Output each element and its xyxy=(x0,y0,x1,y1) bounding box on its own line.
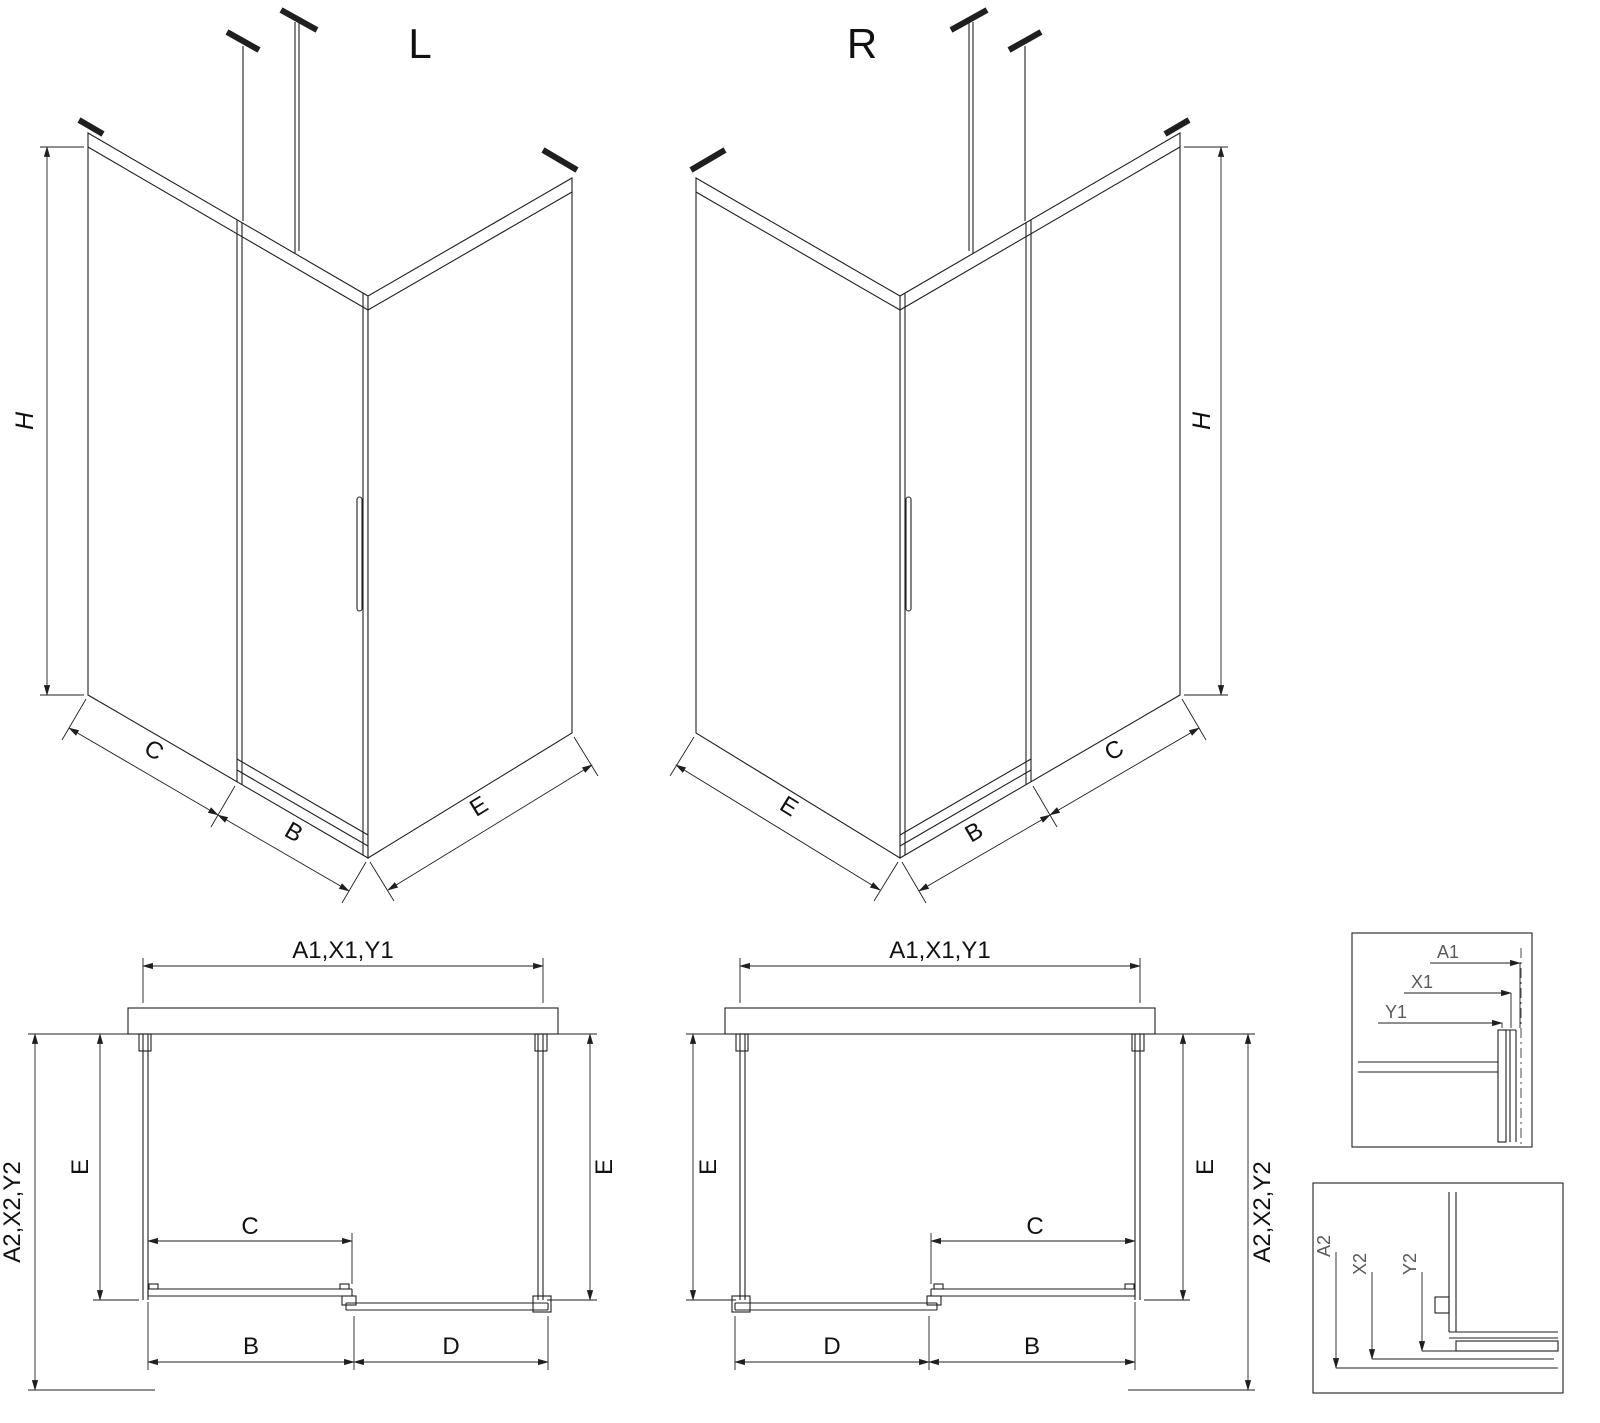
door-edge xyxy=(236,220,243,785)
dim-label-e: E xyxy=(465,791,493,822)
dim-label-b: B xyxy=(1024,1333,1040,1360)
dim-extension xyxy=(547,1033,597,1301)
dim-label-x2: X2 xyxy=(1350,1253,1370,1275)
door-roller xyxy=(339,1283,350,1290)
iso-left-geometry xyxy=(40,7,599,904)
sliding-door-plan xyxy=(147,1288,353,1297)
detail-view-bottom xyxy=(1312,1182,1564,1394)
door-handle xyxy=(356,496,363,612)
front-top-rail xyxy=(87,146,369,311)
dim-label-a2x2y2: A2,X2,Y2 xyxy=(0,1161,26,1262)
track-section xyxy=(1449,1331,1558,1339)
dim-extension xyxy=(28,1033,155,1391)
dim-label-e: E xyxy=(775,791,803,822)
dim-label-e: E xyxy=(695,1159,722,1175)
dim-label-a1x1y1: A1,X1,Y1 xyxy=(889,937,990,964)
dim-label-h: H xyxy=(1188,411,1216,430)
wall-profile-section xyxy=(1498,1029,1517,1142)
variant-title-left: L xyxy=(408,20,431,67)
dim-line-c xyxy=(68,727,219,816)
door-roller xyxy=(148,1283,159,1290)
dim-label-a2x2y2: A2,X2,Y2 xyxy=(1249,1161,1276,1262)
plan-left-geometry xyxy=(28,958,597,1391)
wall-sections xyxy=(127,1007,1156,1035)
dim-line-e xyxy=(387,764,593,891)
dim-label-x1: X1 xyxy=(1411,972,1433,992)
side-panel-plan xyxy=(537,1034,544,1300)
panel-junction xyxy=(341,1295,357,1306)
panel-section xyxy=(1358,1061,1498,1073)
dim-line-b xyxy=(217,814,350,892)
dim-label-e: E xyxy=(1192,1159,1219,1175)
dim-label-h: H xyxy=(11,411,39,430)
dim-label-b: B xyxy=(961,817,988,848)
iso-right-geometry xyxy=(670,10,1228,903)
corner-profile-plan xyxy=(532,1295,552,1313)
detail-view-top xyxy=(1351,932,1533,1148)
variant-title-right: R xyxy=(847,20,877,67)
dim-label-a1: A1 xyxy=(1437,942,1459,962)
dim-label-d: D xyxy=(442,1333,459,1360)
support-pole xyxy=(294,22,300,253)
dim-label-y1: Y1 xyxy=(1385,1002,1407,1022)
dim-label-e: E xyxy=(591,1159,618,1175)
wall-bracket-icon xyxy=(225,29,261,53)
side-glass-face xyxy=(367,177,573,859)
wall-bracket-icon xyxy=(541,147,579,173)
side-top-rail xyxy=(367,191,573,311)
dim-label-e: E xyxy=(67,1159,94,1175)
dim-extension xyxy=(369,736,599,902)
ceiling-bracket-icon xyxy=(279,7,319,33)
glass-section xyxy=(1448,1192,1457,1332)
dim-label-b: B xyxy=(243,1333,259,1360)
fixed-panel-plan xyxy=(345,1302,549,1311)
dim-label-a1x1y1: A1,X1,Y1 xyxy=(292,937,393,964)
wall-profile xyxy=(534,1033,548,1052)
wall-hatched-right-plan xyxy=(724,1007,1156,1035)
dim-label-c: C xyxy=(241,1213,258,1240)
dim-extension xyxy=(147,1302,549,1370)
side-panel-plan xyxy=(142,1034,149,1300)
wall-profile xyxy=(138,1033,152,1052)
front-glass-face xyxy=(87,132,369,859)
bracket-section xyxy=(1434,1296,1450,1314)
dim-label-d: D xyxy=(823,1333,840,1360)
wall-hatched-left-plan xyxy=(127,1007,559,1035)
dim-extension xyxy=(61,698,367,904)
dim-label-c: C xyxy=(1026,1213,1043,1240)
plan-right-geometry xyxy=(686,958,1255,1390)
dim-label-b: B xyxy=(280,817,307,848)
detail-frame xyxy=(1351,932,1533,1148)
detail-frame xyxy=(1312,1182,1564,1394)
glass-section-hatched xyxy=(1455,1340,1559,1352)
glass-section-hatched xyxy=(1497,1029,1507,1143)
dim-extension xyxy=(142,958,544,1003)
wall-bracket-icon xyxy=(77,117,105,137)
dim-label-y2: Y2 xyxy=(1400,1253,1420,1275)
dim-label-a2: A2 xyxy=(1314,1235,1334,1257)
